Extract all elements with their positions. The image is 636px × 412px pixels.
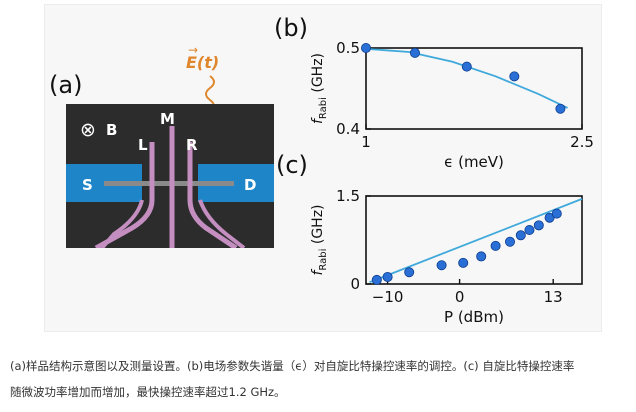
chart-b-x-tick-label: 1 — [361, 133, 371, 151]
chart-b-data-point — [555, 103, 566, 114]
chart-b-data-point — [361, 42, 372, 53]
chart-b-data-point — [409, 47, 420, 58]
gate-r — [187, 142, 238, 248]
gate-l — [94, 142, 155, 248]
chart-b-y-tick-label: 0.4 — [336, 120, 360, 138]
chart-c-x-tick-label: −10 — [372, 288, 404, 306]
chart-c-data-point — [382, 271, 393, 282]
b-field-symbol: ⊗ — [80, 119, 96, 141]
gate-m-label: M — [160, 110, 175, 128]
chart-b: 1 2.5 0.4 0.5 ϵ (meV) fRabi (GHz) — [310, 39, 594, 170]
chart-c-data-point — [490, 240, 501, 251]
chart-b-fit-line — [365, 47, 568, 109]
chart-c-data-point — [458, 257, 469, 268]
field-label: E(t) — [186, 53, 219, 72]
chart-b-data-point — [509, 71, 520, 82]
chart-b-ylabel: fRabi (GHz) — [310, 53, 329, 124]
chart-c-y-tick-label: 1.5 — [336, 187, 360, 205]
chart-c-data-point — [436, 260, 447, 271]
chart-b-ylabel-text: fRabi (GHz) — [310, 53, 329, 124]
chart-c-data-point — [533, 220, 544, 231]
panel-b-letter: (b) — [274, 14, 308, 42]
chart-b-y-tick-label: 0.5 — [336, 39, 360, 57]
figure-caption: (a)样品结构示意图以及测量设置。(b)电场参数失谐量（ϵ）对自旋比特操控速率的… — [10, 353, 628, 405]
chart-b-xlabel: ϵ (meV) — [444, 153, 504, 170]
field-vector-arrow: → — [188, 46, 198, 57]
caption-line-2: 随微波功率增加而增加，最快操控速率超过1.2 GHz。 — [10, 385, 286, 399]
chart-c-data-point — [371, 274, 382, 285]
chart-c-data-point — [476, 251, 487, 262]
chart-c-y-tick-label: 0 — [350, 275, 360, 293]
source-label: S — [82, 176, 93, 194]
chart-b-data-point — [461, 61, 472, 72]
chart-c-xlabel: P (dBm) — [444, 308, 504, 326]
gate-l-label: L — [138, 136, 148, 154]
panel-c-letter: (c) — [276, 151, 308, 179]
chart-c-data-point — [524, 225, 535, 236]
chart-c-axes-frame — [365, 195, 583, 285]
chart-c-ylabel: fRabi (GHz) — [310, 204, 329, 275]
chart-c-data-point — [551, 208, 562, 219]
chart-c-ylabel-text: fRabi (GHz) — [310, 204, 329, 275]
drain-label: D — [244, 176, 256, 194]
measurement-wire — [104, 181, 234, 186]
panel-a-letter: (a) — [49, 71, 83, 99]
chart-c-data-point — [504, 236, 515, 247]
chart-c-data-point — [404, 267, 415, 278]
device-schematic: ⊗ B M L R S D — [66, 104, 274, 248]
b-field-label: B — [106, 121, 117, 139]
chart-c-x-tick-label: 0 — [455, 288, 465, 306]
chart-c-data-point — [515, 230, 526, 241]
chart-b-axes-frame — [365, 47, 583, 130]
chart-b-x-tick-label: 2.5 — [570, 133, 594, 151]
gate-r-label: R — [186, 136, 198, 154]
caption-line-1: (a)样品结构示意图以及测量设置。(b)电场参数失谐量（ϵ）对自旋比特操控速率的… — [10, 359, 575, 373]
chart-c-fit-line — [369, 198, 583, 284]
chart-c: −10 0 13 0 1.5 P (dBm) fRabi (GHz) — [310, 187, 583, 326]
chart-c-x-tick-label: 13 — [544, 288, 563, 306]
